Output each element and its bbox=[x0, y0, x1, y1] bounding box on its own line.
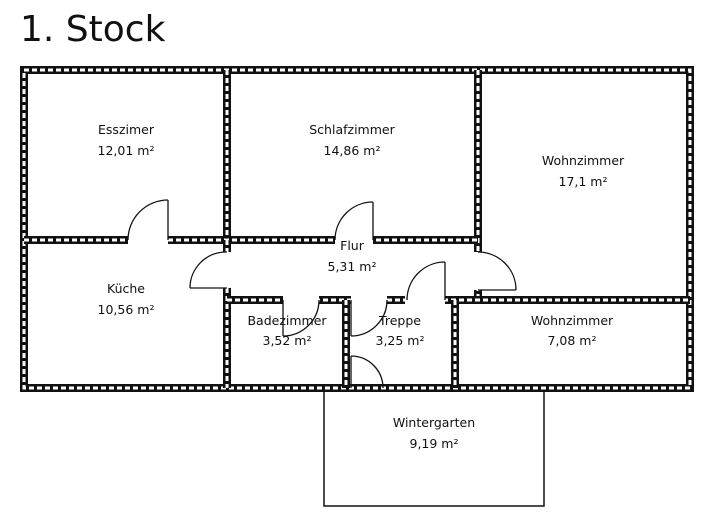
room-flur: Flur 5,31 m² bbox=[328, 238, 377, 274]
room-badezimmer: Badezimmer 3,52 m² bbox=[247, 313, 327, 348]
room-treppe: Treppe 3,25 m² bbox=[376, 313, 425, 348]
room-name: Flur bbox=[340, 238, 365, 253]
room-area: 12,01 m² bbox=[98, 143, 155, 158]
room-area: 10,56 m² bbox=[98, 302, 155, 317]
room-area: 17,1 m² bbox=[559, 174, 608, 189]
room-name: Badezimmer bbox=[247, 313, 327, 328]
room-name: Küche bbox=[107, 281, 145, 296]
room-name: Treppe bbox=[378, 313, 421, 328]
room-labels: Esszimer 12,01 m² Schlafzimmer 14,86 m² … bbox=[98, 122, 626, 451]
room-esszimer: Esszimer 12,01 m² bbox=[98, 122, 155, 158]
wintergarten-outline bbox=[323, 389, 545, 507]
room-area: 9,19 m² bbox=[410, 436, 459, 451]
room-area: 5,31 m² bbox=[328, 259, 377, 274]
room-name: Wohnzimmer bbox=[531, 313, 614, 328]
room-area: 14,86 m² bbox=[324, 143, 381, 158]
floor-title: 1. Stock bbox=[20, 9, 166, 50]
room-wintergarten: Wintergarten 9,19 m² bbox=[393, 415, 475, 451]
room-name: Wintergarten bbox=[393, 415, 475, 430]
door-openings bbox=[128, 235, 483, 305]
room-area: 7,08 m² bbox=[548, 333, 597, 348]
room-schlafzimmer: Schlafzimmer 14,86 m² bbox=[309, 122, 395, 158]
room-kueche: Küche 10,56 m² bbox=[98, 281, 155, 317]
room-area: 3,25 m² bbox=[376, 333, 425, 348]
room-name: Schlafzimmer bbox=[309, 122, 395, 137]
room-wohnzimmer-small: Wohnzimmer 7,08 m² bbox=[531, 313, 614, 348]
room-name: Esszimer bbox=[98, 122, 155, 137]
door-swings bbox=[127, 199, 517, 389]
room-area: 3,52 m² bbox=[263, 333, 312, 348]
room-name: Wohnzimmer bbox=[542, 153, 625, 168]
room-wohnzimmer-large: Wohnzimmer 17,1 m² bbox=[542, 153, 625, 189]
